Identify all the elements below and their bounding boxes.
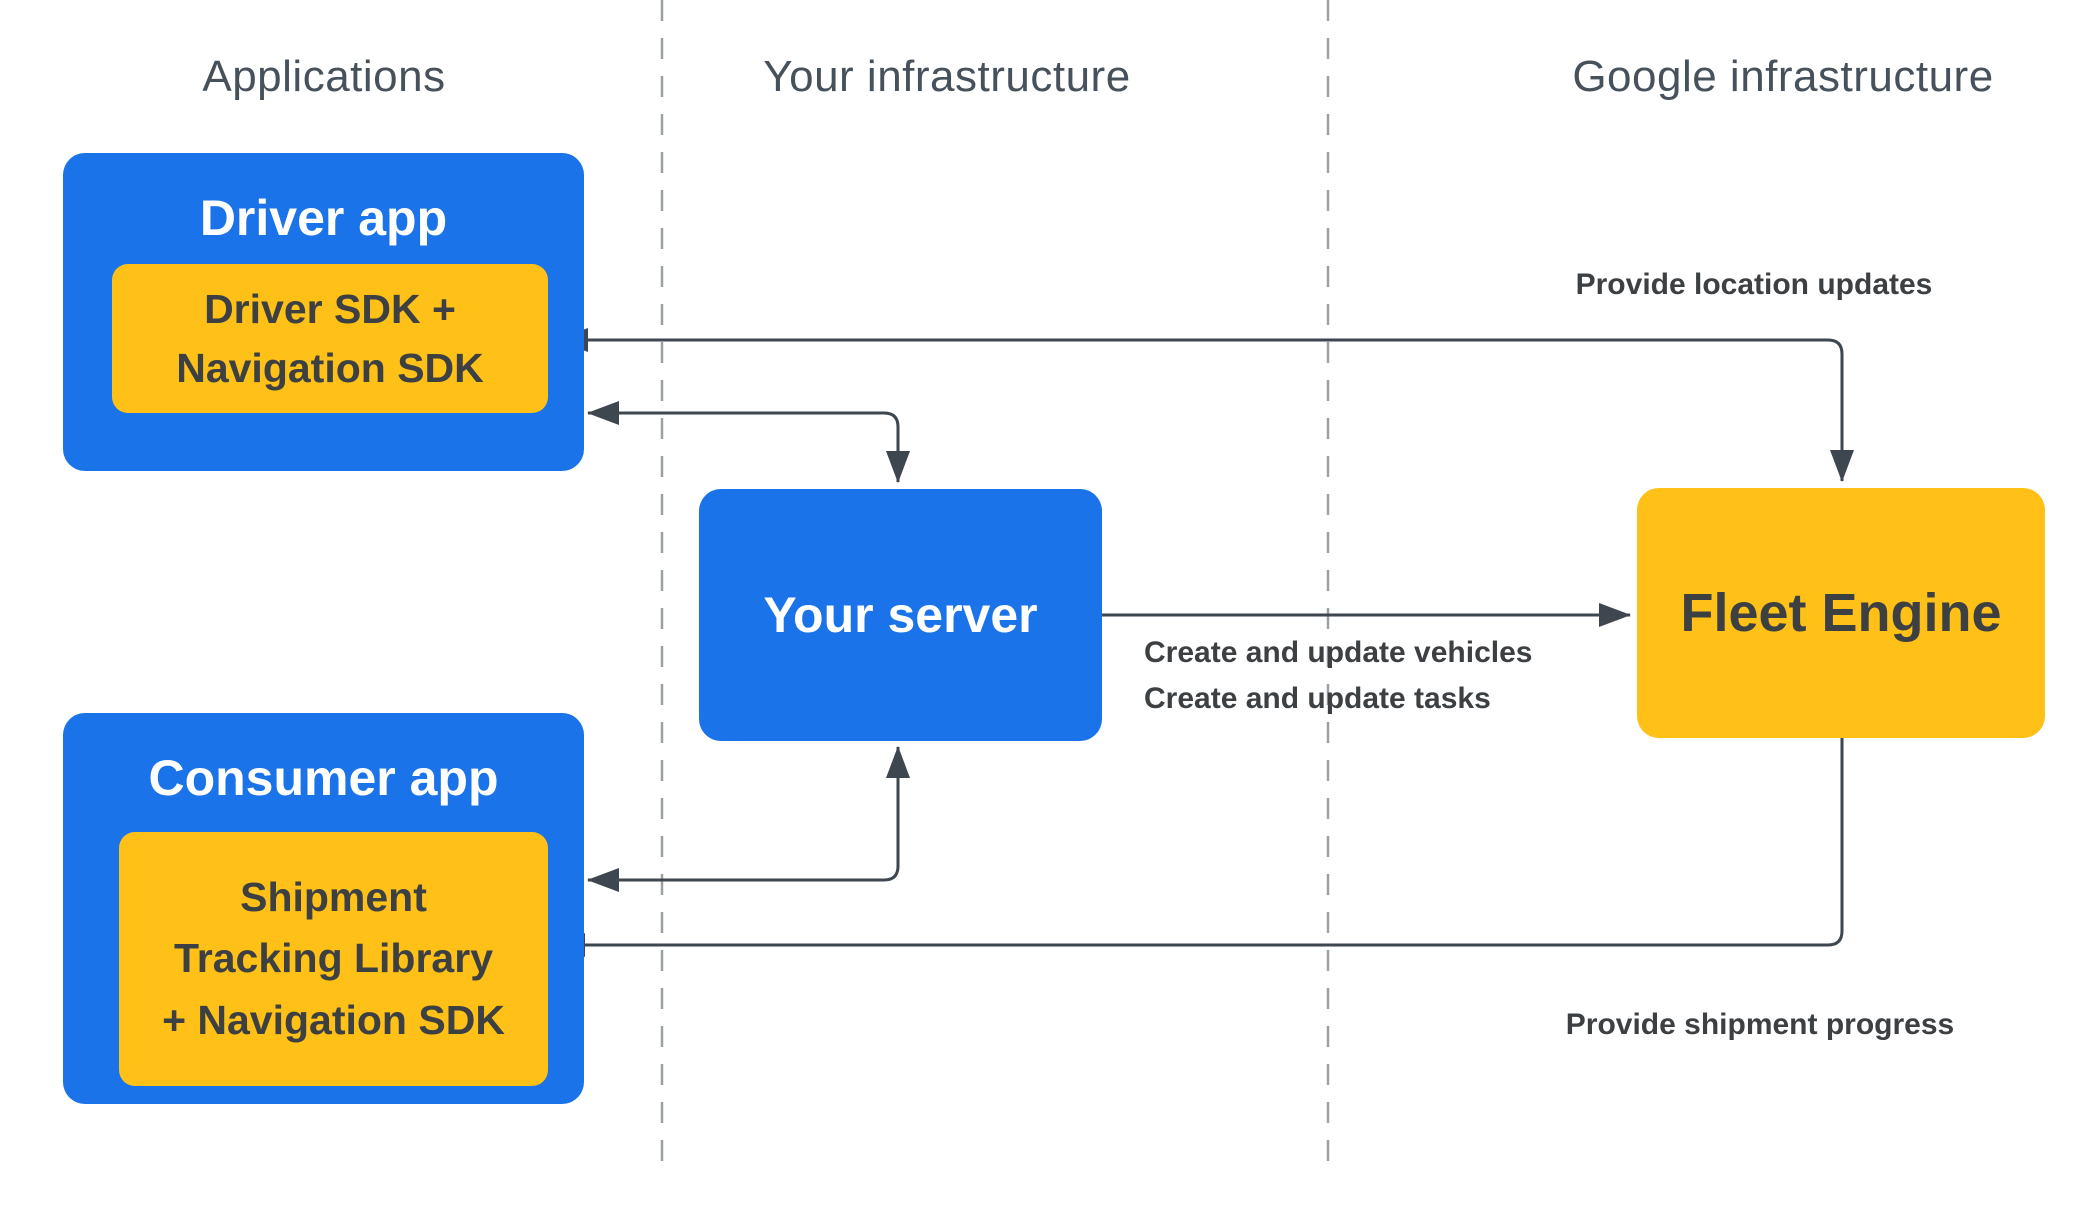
shipment-tracking-library-label: Shipment Tracking Library + Navigation S… <box>162 873 505 1043</box>
consumer-app-label: Consumer app <box>148 750 499 806</box>
your-server-node: Your server <box>699 489 1102 741</box>
arrow-consumer-app-your-server <box>587 746 910 892</box>
fleet-engine-label: Fleet Engine <box>1680 583 2002 643</box>
provide-location-updates-label: Provide location updates <box>1575 268 1933 301</box>
your-server-label: Your server <box>763 587 1038 643</box>
arrow-driver-app-your-server <box>587 401 910 483</box>
driver-app-label: Driver app <box>199 190 448 246</box>
provide-shipment-progress-label: Provide shipment progress <box>1565 1008 1955 1041</box>
create-and-update-label: Create and update vehicles Create and up… <box>1144 636 1533 715</box>
driver-sdk-label: Driver SDK + Navigation SDK <box>176 286 484 391</box>
shipment-tracking-library-node: Shipment Tracking Library + Navigation S… <box>119 832 548 1086</box>
arrow-provide-location-updates <box>556 328 1854 482</box>
fleet-engine-node: Fleet Engine <box>1637 488 2045 738</box>
column-header-applications: Applications <box>202 52 446 101</box>
column-header-your-infrastructure: Your infrastructure <box>763 52 1131 101</box>
column-header-google-infrastructure: Google infrastructure <box>1572 52 1994 101</box>
arrow-provide-shipment-progress <box>553 738 1844 957</box>
driver-sdk-node: Driver SDK + Navigation SDK <box>112 264 548 413</box>
